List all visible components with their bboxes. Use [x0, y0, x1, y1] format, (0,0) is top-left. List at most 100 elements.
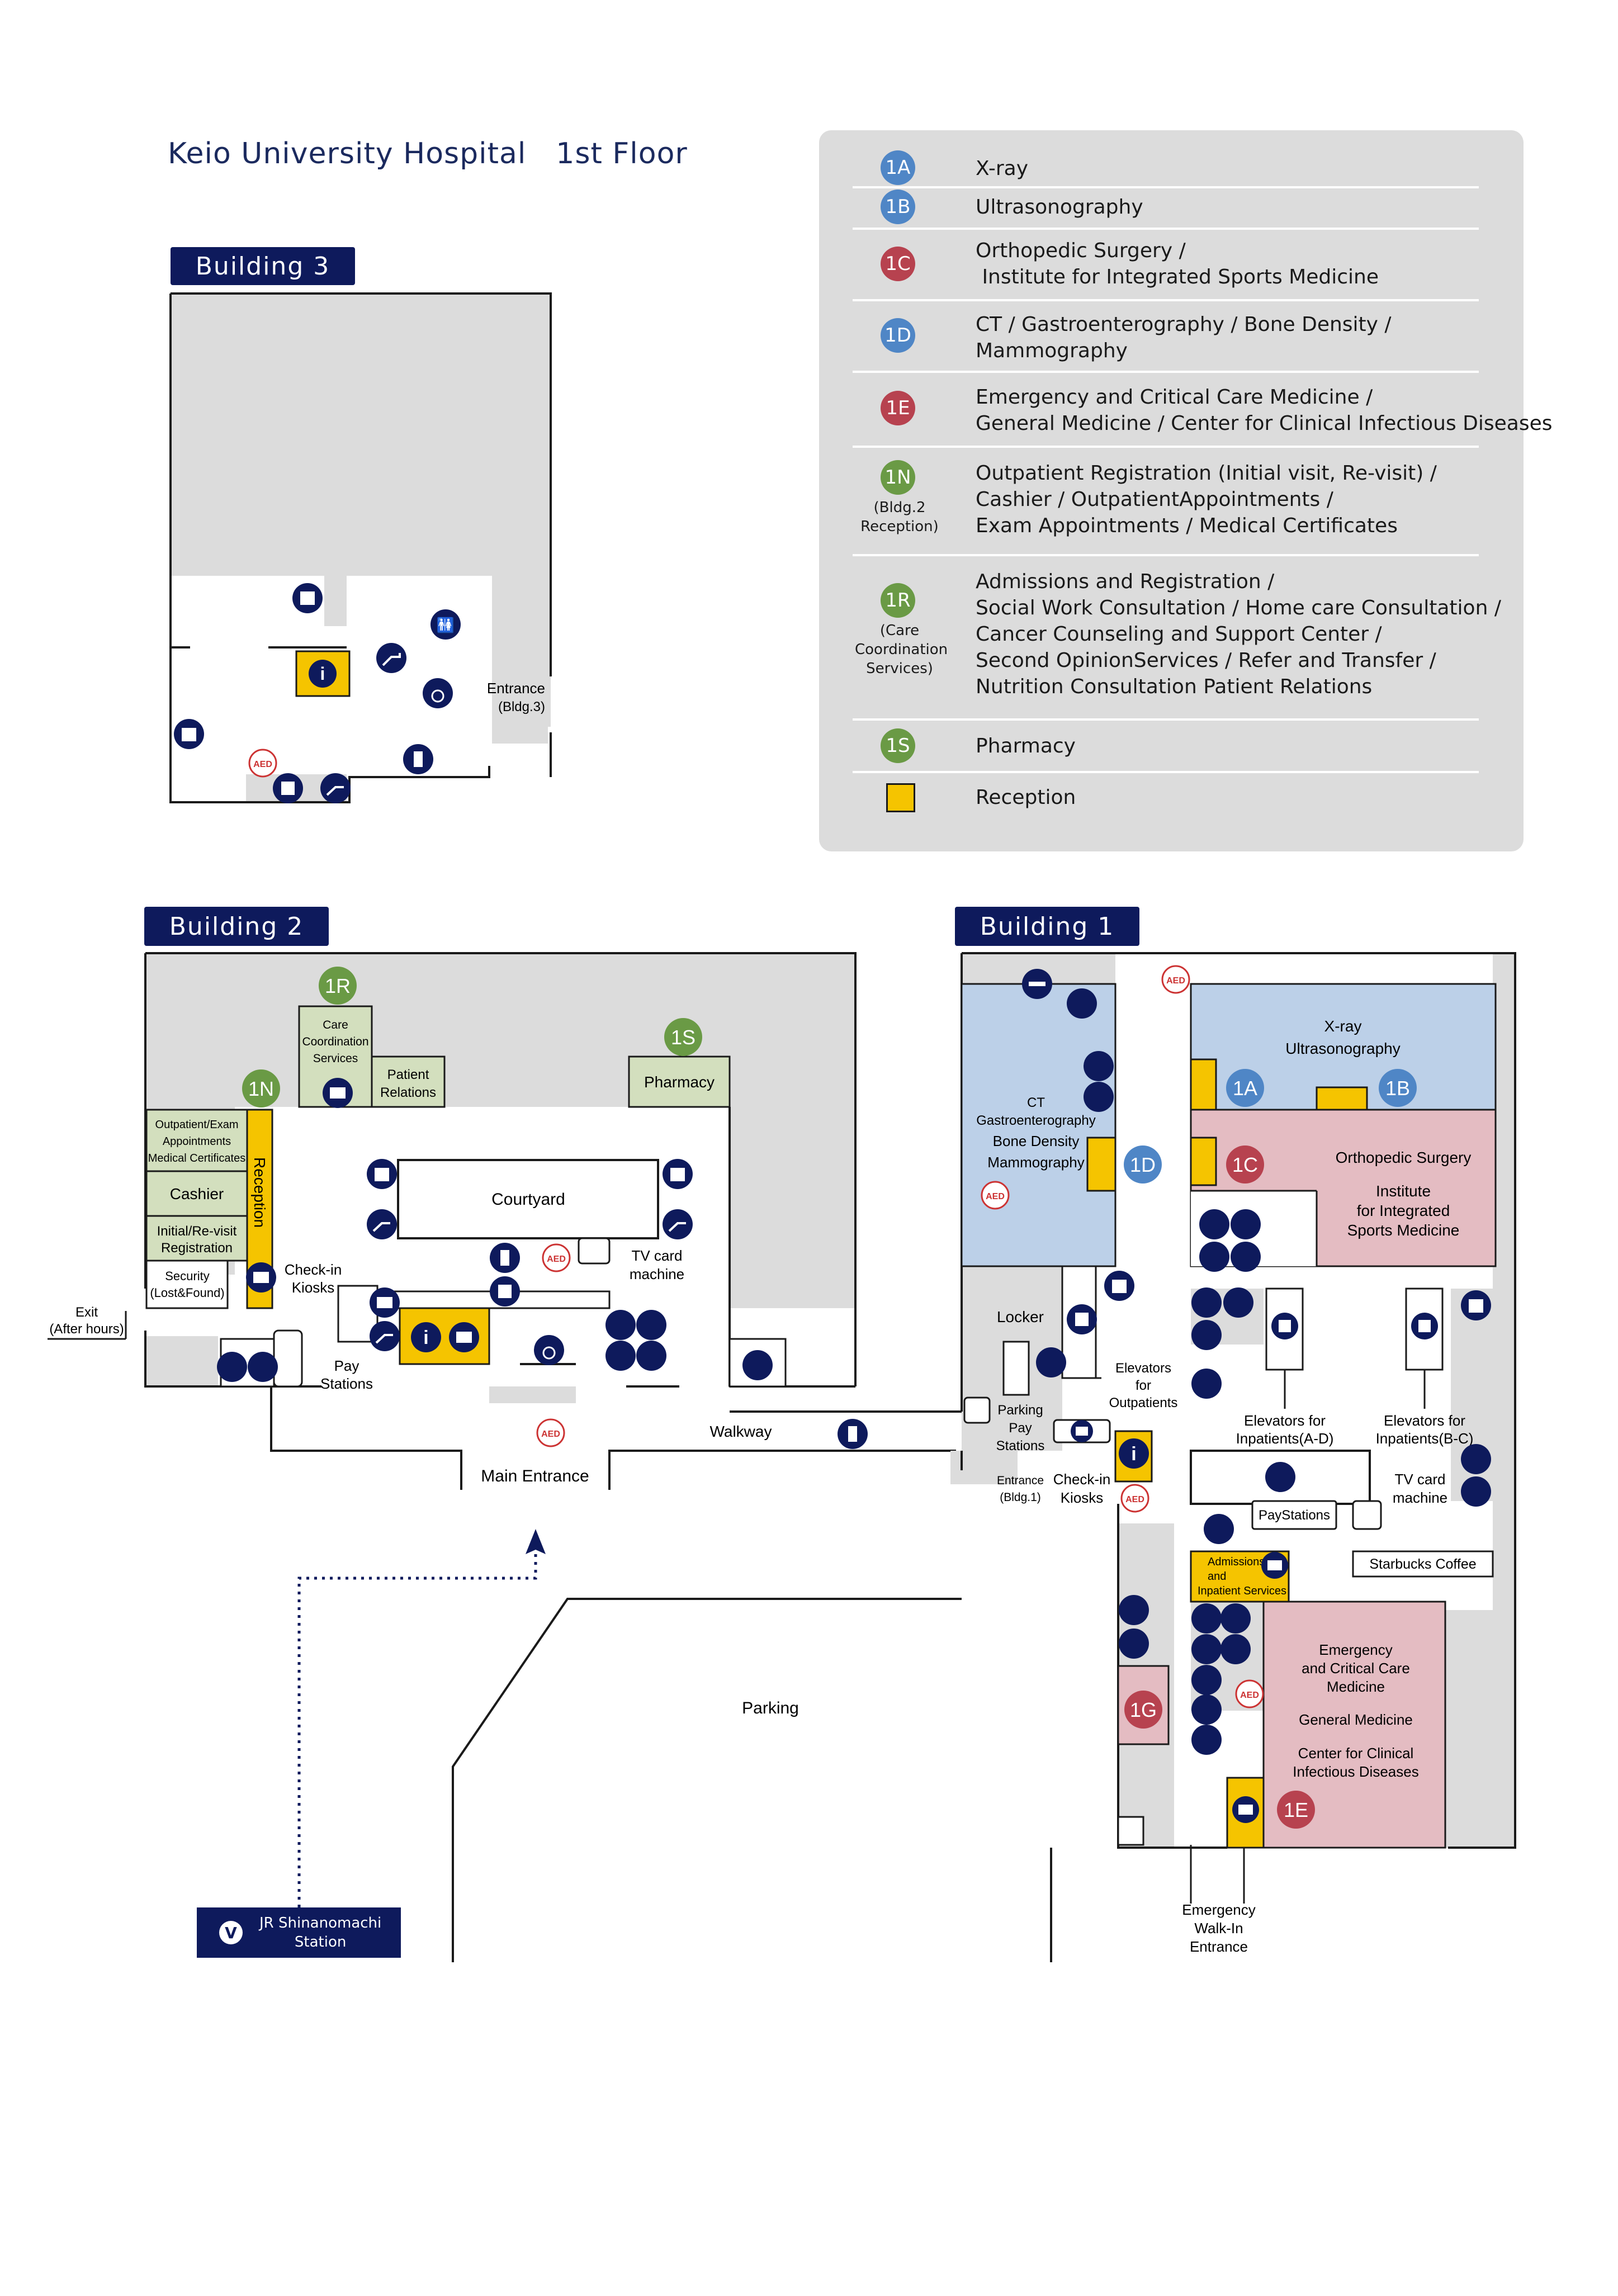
pay-stations-b1-label: PayStations: [1259, 1508, 1330, 1523]
aed-icon: AED: [1161, 965, 1190, 994]
checkin-b1-label-2: Kiosks: [1061, 1489, 1104, 1506]
parking-icon: [1204, 1514, 1234, 1544]
information-icon: i: [309, 660, 337, 688]
information-icon: i: [411, 1322, 441, 1352]
legend-sub-1n: (Bldg.2 Reception): [860, 499, 939, 535]
aed-icon: AED: [981, 1181, 1010, 1210]
wheelchair-icon: [1036, 1347, 1066, 1377]
badge-1a: 1A: [881, 150, 915, 185]
tv-card-label-1: TV card: [631, 1247, 682, 1264]
area-badges: 1R 1N 1S 1A 1B 1C 1D 1E 1G: [242, 967, 1417, 1829]
restroom-icon: [1220, 1603, 1251, 1634]
building-3: Entrance (Bldg.3): [169, 292, 552, 803]
badge-map-1g: 1G: [1130, 1698, 1157, 1721]
wc-icon: [636, 1310, 666, 1340]
jr-station-sign: V JR Shinanomachi Station: [197, 1907, 401, 1958]
ortho-label-4: Sports Medicine: [1347, 1222, 1460, 1239]
legend-row-1c: 1C Orthopedic Surgery / Institute for In…: [853, 230, 1479, 301]
initial-label-2: Registration: [161, 1241, 233, 1256]
svg-text:i: i: [423, 1327, 428, 1348]
escalator-icon: [320, 773, 351, 803]
escalator-icon: [376, 643, 406, 673]
svg-text:AED: AED: [986, 1192, 1005, 1201]
legend-panel: 1A X-ray 1B Ultrasonography 1C Orthopedi…: [819, 130, 1553, 851]
phone-icon: [1119, 1628, 1149, 1659]
legend-row-1r: 1R (Care Coordination Services) Admissio…: [853, 556, 1501, 721]
atm-icon: [367, 1159, 397, 1189]
tv-card-b1-label-1: TV card: [1394, 1471, 1445, 1488]
wc-icon: [1199, 1209, 1229, 1239]
restroom-icon: [1231, 1209, 1261, 1239]
ultrasound-label: Ultrasonography: [1285, 1040, 1400, 1057]
baby-icon: [1084, 1082, 1114, 1112]
admissions-label-3: Inpatient Services: [1198, 1585, 1286, 1597]
parking-pay-label-3: Stations: [996, 1438, 1045, 1454]
atm-icon: [174, 719, 204, 749]
ct-label-4: Mammography: [987, 1154, 1084, 1171]
legend-text-1e: Emergency and Critical Care Medicine / G…: [976, 386, 1553, 435]
svg-text:AED: AED: [1125, 1495, 1144, 1504]
checkin-label-1: Check-in: [285, 1261, 342, 1278]
legend-text-1d: CT / Gastroenterography / Bone Density /…: [976, 313, 1392, 362]
courtyard-label: Courtyard: [491, 1190, 565, 1209]
ortho-label-3: for Integrated: [1357, 1202, 1450, 1219]
legend-text-1b: Ultrasonography: [976, 196, 1143, 219]
admissions-label-1: Admissions: [1208, 1556, 1265, 1568]
checkin-label-2: Kiosks: [292, 1279, 335, 1296]
badge-1c: 1C: [881, 247, 915, 281]
payphone-icon: [838, 1419, 868, 1449]
care-label-1: Care: [323, 1019, 348, 1031]
building-2-tag: Building 2: [144, 907, 329, 946]
station-name: JR Shinanomachi: [259, 1915, 382, 1932]
legend-row-1s: 1S Pharmacy: [853, 721, 1479, 773]
atm-icon: [1104, 1271, 1134, 1301]
svg-text:i: i: [320, 664, 325, 684]
escalator-icon: [663, 1209, 693, 1239]
wheelchair-icon: [636, 1341, 666, 1371]
patient-relations-1: Patient: [387, 1067, 429, 1082]
wc-icon: [1191, 1287, 1222, 1318]
id-card-icon: [449, 1322, 479, 1352]
badge-map-1n: 1N: [248, 1077, 274, 1100]
elevator-icon: [1067, 1304, 1097, 1334]
atm-icon: [1461, 1290, 1491, 1320]
entrance-b1-label-1: Entrance: [997, 1474, 1044, 1487]
escalator-icon: [367, 1209, 397, 1239]
parking-pay-label-2: Pay: [1009, 1421, 1032, 1436]
emerg-label-2: and Critical Care: [1302, 1660, 1410, 1677]
badge-map-1s: 1S: [671, 1026, 696, 1049]
page-title: Keio University Hospital 1st Floor: [168, 137, 688, 171]
outpatient-label-2: Appointments: [163, 1135, 231, 1148]
tv-card-label-2: machine: [630, 1266, 684, 1282]
badge-1b: 1B: [881, 190, 915, 224]
elevator-icon: [490, 1276, 520, 1306]
reception-swatch: [886, 783, 915, 812]
legend-text-1r: Admissions and Registration / Social Wor…: [976, 570, 1501, 698]
badge-map-1e: 1E: [1284, 1798, 1308, 1821]
escalator-icon: [370, 1321, 400, 1351]
legend-row-reception: Reception: [853, 773, 1479, 823]
phone-icon: [1191, 1725, 1222, 1755]
restroom-icon: 🚻: [430, 609, 461, 640]
legend-text-1n: Outpatient Registration (Initial visit, …: [976, 462, 1437, 537]
ct-label-2: Gastroenterography: [976, 1113, 1095, 1128]
pay-stations-label-1: Pay: [334, 1357, 359, 1374]
security-label-1: Security: [165, 1269, 209, 1283]
emerg-label-4: General Medicine: [1299, 1711, 1413, 1728]
svg-text:AED: AED: [541, 1429, 560, 1439]
badge-1d: 1D: [881, 318, 915, 353]
badge-map-1c: 1C: [1232, 1153, 1258, 1176]
elev-bc-label-2: Inpatients(B-C): [1376, 1430, 1474, 1447]
wheelchair-icon: [1191, 1320, 1222, 1350]
phone-icon: [1220, 1634, 1251, 1664]
elev-ad-label-1: Elevators for: [1244, 1412, 1326, 1429]
svg-text:🚻: 🚻: [437, 617, 455, 633]
building-1-tag: Building 1: [955, 907, 1139, 946]
legend-text-1c: Orthopedic Surgery / Institute for Integ…: [976, 239, 1379, 288]
phone-icon: [1191, 1369, 1222, 1399]
starbucks-label: Starbucks Coffee: [1369, 1556, 1476, 1572]
id-card-icon: [1071, 1420, 1093, 1442]
id-card-icon: [323, 1078, 353, 1108]
legend-sub-1r: (Care Coordination Services): [855, 622, 948, 677]
